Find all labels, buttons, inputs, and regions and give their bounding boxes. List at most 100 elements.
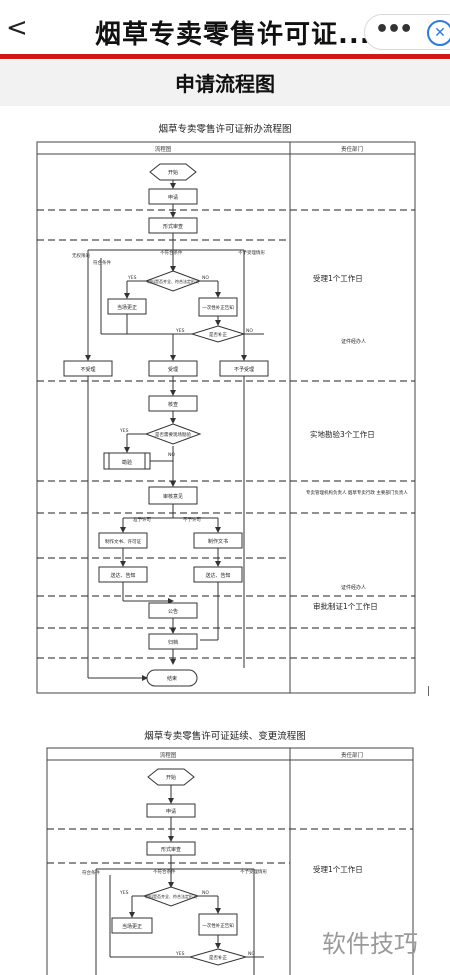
accept-label: 受理 — [168, 366, 178, 373]
branch-no-permission: 无权限的 — [72, 252, 90, 259]
section-header: 申请流程图 — [0, 60, 450, 106]
accent-divider — [0, 54, 450, 59]
start-terminal — [149, 163, 197, 181]
branch-not-meets-2: 不符合条件 — [153, 868, 176, 875]
apply-box — [148, 188, 198, 205]
correct-now-label-2: 当场更正 — [122, 923, 142, 930]
branch-grant: 准予许可 — [133, 516, 151, 523]
col-flow-label: 流程图 — [155, 145, 172, 153]
branch-meets: 符合条件 — [93, 259, 111, 266]
decision-complete-label-2: 材料是否齐全、符合法定形式 — [145, 893, 197, 899]
decision-site — [144, 423, 202, 445]
decision-corrected-2 — [188, 948, 248, 966]
branch-yes-2: YES — [175, 328, 185, 334]
form-review-box — [148, 217, 198, 234]
flowchart-2-title: 烟草专卖零售许可证延续、变更流程图 — [144, 731, 306, 742]
side-site-days: 实地勘验3个工作日 — [310, 429, 375, 439]
decision-complete-label: 材料是否齐全、符合法定形式 — [147, 278, 199, 284]
decision-corrected — [190, 325, 246, 343]
form-review-box-2 — [146, 841, 196, 856]
col-side-label-2: 责任部门 — [341, 751, 363, 759]
correct-now-box — [107, 298, 147, 315]
one-time-notice-box-2 — [198, 913, 238, 936]
decision-complete-2 — [142, 886, 200, 907]
decision-complete — [144, 270, 202, 292]
not-qualified-box — [63, 360, 113, 377]
make-cert-box — [98, 532, 148, 549]
chevron-left-icon[interactable]: < — [6, 13, 28, 43]
branch-no-2b: NO — [248, 951, 255, 957]
branch-meets-2: 符合条件 — [82, 869, 100, 876]
correct-now-label: 当场更正 — [117, 304, 137, 311]
apply-label-2: 申请 — [166, 808, 176, 815]
form-review-label: 形式审查 — [163, 223, 183, 230]
col-flow-label-2: 流程图 — [160, 751, 177, 759]
branch-not-scope-2: 不予受理情形 — [240, 868, 267, 875]
watermark: 软件技巧 — [322, 930, 418, 958]
more-dots-icon[interactable]: ••• — [375, 17, 413, 42]
not-accept-box — [219, 360, 269, 377]
one-time-notice-box — [198, 297, 238, 317]
publish-box — [148, 602, 198, 619]
branch-no-3: NO — [168, 452, 175, 458]
one-time-notice-label: 一次性补正告知 — [202, 304, 234, 311]
review-box — [148, 486, 198, 505]
flowchart-2: 流程图 责任部门 开始 申请 形式审查 材料是否齐全、符合法定形式 当场更正 — [46, 747, 414, 975]
archive-label: 归档 — [168, 639, 178, 646]
page-title: 烟草专卖零售许可证... — [95, 20, 371, 50]
inspect-label: 核查 — [168, 401, 178, 408]
close-circle-icon[interactable]: ✕ — [427, 20, 450, 46]
side-approve-days: 审批制证1个工作日 — [313, 601, 378, 611]
deliver-box-2 — [193, 566, 243, 583]
make-doc-label: 制作文书 — [208, 538, 228, 545]
branch-no-2: NO — [246, 328, 253, 334]
col-side-label: 责任部门 — [341, 145, 363, 153]
start-label-2: 开始 — [166, 774, 176, 781]
branch-not-meets: 不符合条件 — [160, 249, 183, 256]
flowchart-1: 流程图 责任部门 — [36, 141, 416, 694]
scroll-indicator — [428, 686, 429, 696]
side-review-roles: 专卖管理机构负责人 烟草专卖行政 主要部门负责人 — [306, 489, 408, 496]
stage-separators — [37, 209, 415, 659]
nav-bar: < 烟草专卖零售许可证... ••• ✕ — [0, 0, 450, 60]
flowchart-1-title: 烟草专卖零售许可证新办流程图 — [158, 124, 292, 135]
table-frame — [36, 141, 416, 694]
side-accept-days: 受理1个工作日 — [313, 273, 363, 283]
correct-now-box-2 — [111, 917, 153, 934]
side-handler: 证件经办人 — [341, 338, 366, 345]
mini-program-capsule: ••• ✕ — [364, 14, 450, 50]
start-terminal-2 — [147, 768, 195, 786]
side-cert-handler: 证件经办人 — [341, 584, 366, 591]
site-label: 勘验 — [122, 459, 132, 466]
section-title: 申请流程图 — [175, 72, 275, 96]
make-doc-box — [193, 532, 243, 549]
branch-yes-2a: YES — [119, 890, 129, 896]
site-box — [103, 452, 151, 470]
branch-yes-1: YES — [127, 275, 137, 281]
decision-corrected-label: 是否补正 — [209, 331, 227, 338]
archive-box — [148, 633, 198, 650]
review-label: 审核意见 — [163, 493, 183, 500]
accept-box — [148, 360, 198, 377]
end-terminal — [146, 669, 198, 687]
inspect-box — [148, 395, 198, 412]
end-label: 结束 — [167, 675, 177, 682]
start-label: 开始 — [168, 169, 178, 176]
stage-separators-2 — [47, 828, 413, 864]
branch-yes-3: YES — [119, 428, 129, 434]
apply-box-2 — [146, 803, 196, 818]
table-frame-2 — [46, 747, 414, 975]
branch-deny: 不予许可 — [183, 516, 201, 523]
branch-not-scope: 不予受理情形 — [238, 249, 265, 256]
decision-corrected-label-2: 是否补正 — [209, 954, 227, 961]
apply-label: 申请 — [168, 194, 178, 201]
make-cert-label: 制作文书、许可证 — [105, 538, 141, 545]
one-time-notice-label-2: 一次性补正告知 — [202, 922, 234, 929]
side-accept-days-2: 受理1个工作日 — [313, 864, 363, 874]
not-accept-label: 不予受理 — [234, 366, 254, 373]
deliver-label-1: 送达、告知 — [110, 572, 135, 579]
not-qualified-label: 不受理 — [80, 366, 95, 373]
branch-no-2a: NO — [202, 890, 209, 896]
publish-label: 公告 — [168, 608, 178, 615]
deliver-label-2: 送达、告知 — [205, 572, 230, 579]
